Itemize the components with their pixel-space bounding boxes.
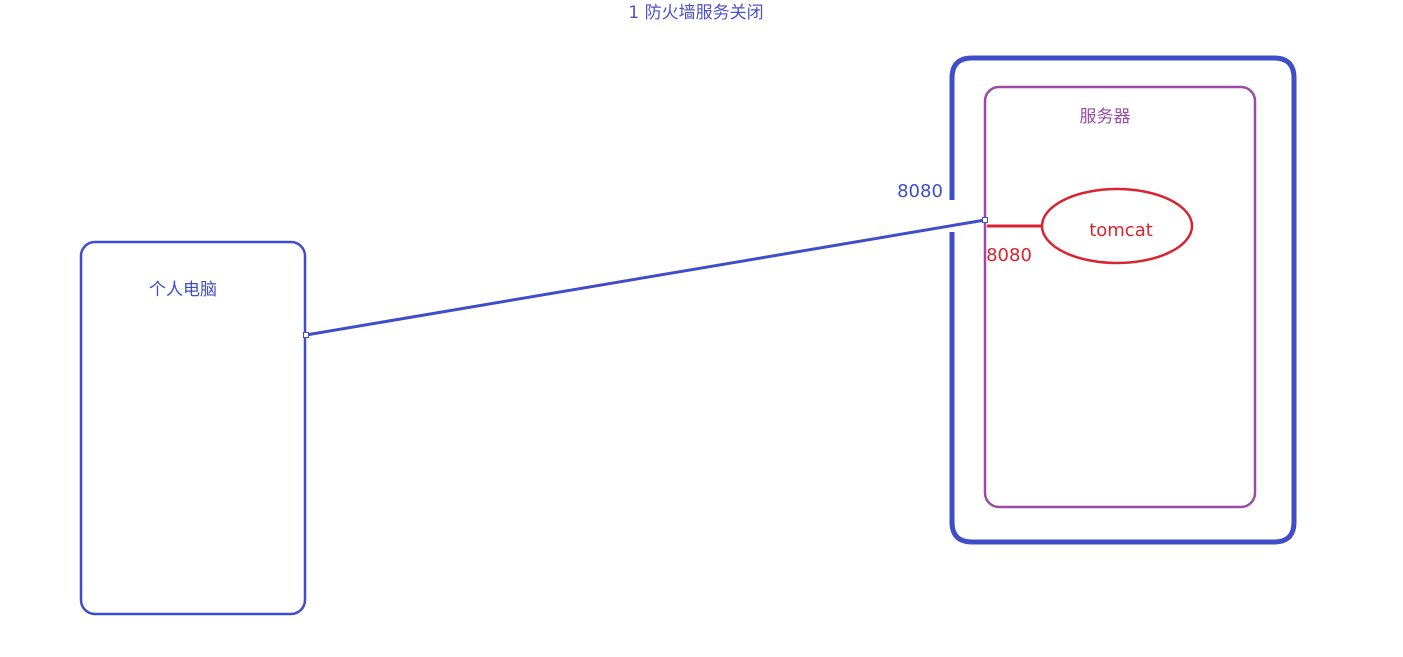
server-label: 服务器 [1080,107,1131,127]
diagram-title: 1 防火墙服务关闭 [628,3,763,23]
connection-end-handle [982,217,988,223]
connection-line [305,218,986,337]
tomcat-node [1040,187,1194,265]
firewall-box [949,55,1297,545]
tomcat-label: tomcat [1089,220,1153,241]
firewall-port-label: 8080 [897,181,943,202]
personal-computer-box [79,240,307,616]
personal-computer-label: 个人电脑 [149,280,217,300]
connection-start-handle [303,332,309,338]
server-port-label: 8080 [986,245,1032,266]
server-box [983,85,1257,509]
